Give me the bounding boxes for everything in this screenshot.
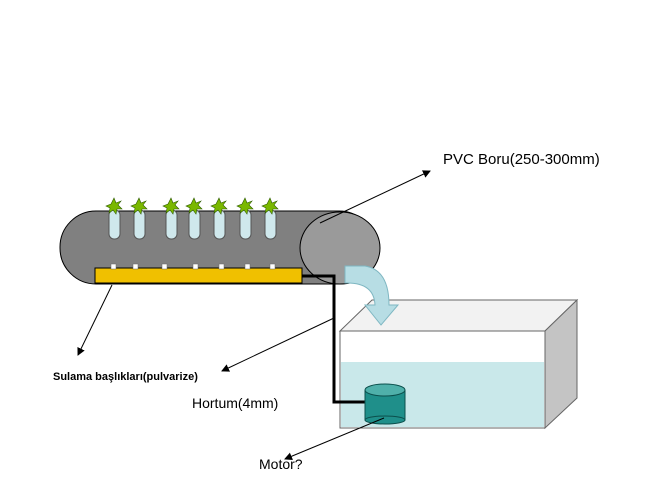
net-pot-icon — [261, 197, 279, 240]
net-pot-icon — [105, 197, 123, 240]
plant-icon — [162, 197, 180, 215]
spray-nozzle — [192, 263, 199, 270]
motor-pointer-arrow — [284, 417, 385, 461]
leader-arrows — [77, 170, 431, 461]
motor-label: Motor? — [259, 456, 303, 472]
hortum-pointer-arrow — [221, 317, 335, 372]
plant-icon — [261, 197, 279, 215]
spray-nozzle — [244, 263, 251, 270]
pvc-pipe-label: PVC Boru(250-300mm) — [443, 151, 600, 168]
plant-icon — [236, 197, 254, 215]
spray-nozzle — [269, 263, 276, 270]
spray-heads-label: Sulama başlıkları(pulvarize) — [53, 371, 198, 383]
sulama-pointer-arrow — [77, 284, 113, 356]
hose-label: Hortum(4mm) — [192, 395, 279, 411]
net-pot-icon — [210, 197, 228, 240]
hose-line — [302, 274, 368, 404]
spray-nozzles — [110, 263, 276, 270]
net-pot-icon — [185, 197, 203, 240]
spray-manifold — [94, 263, 303, 284]
spray-nozzle — [218, 263, 225, 270]
plant-icon — [130, 197, 148, 215]
plant-icon — [185, 197, 203, 215]
spray-nozzle — [110, 263, 117, 270]
plant-icon — [210, 197, 228, 215]
manifold-bar — [94, 267, 303, 284]
plant-icon — [105, 197, 123, 215]
pvc-pointer-arrow — [319, 170, 431, 224]
flow-arrow-icon — [344, 265, 400, 326]
net-pot-icon — [236, 197, 254, 240]
net-pot-icon — [162, 197, 180, 240]
net-pots — [105, 197, 279, 240]
motor-icon — [364, 383, 406, 425]
net-pot-icon — [130, 197, 148, 240]
spray-nozzle — [161, 263, 168, 270]
spray-nozzle — [132, 263, 139, 270]
